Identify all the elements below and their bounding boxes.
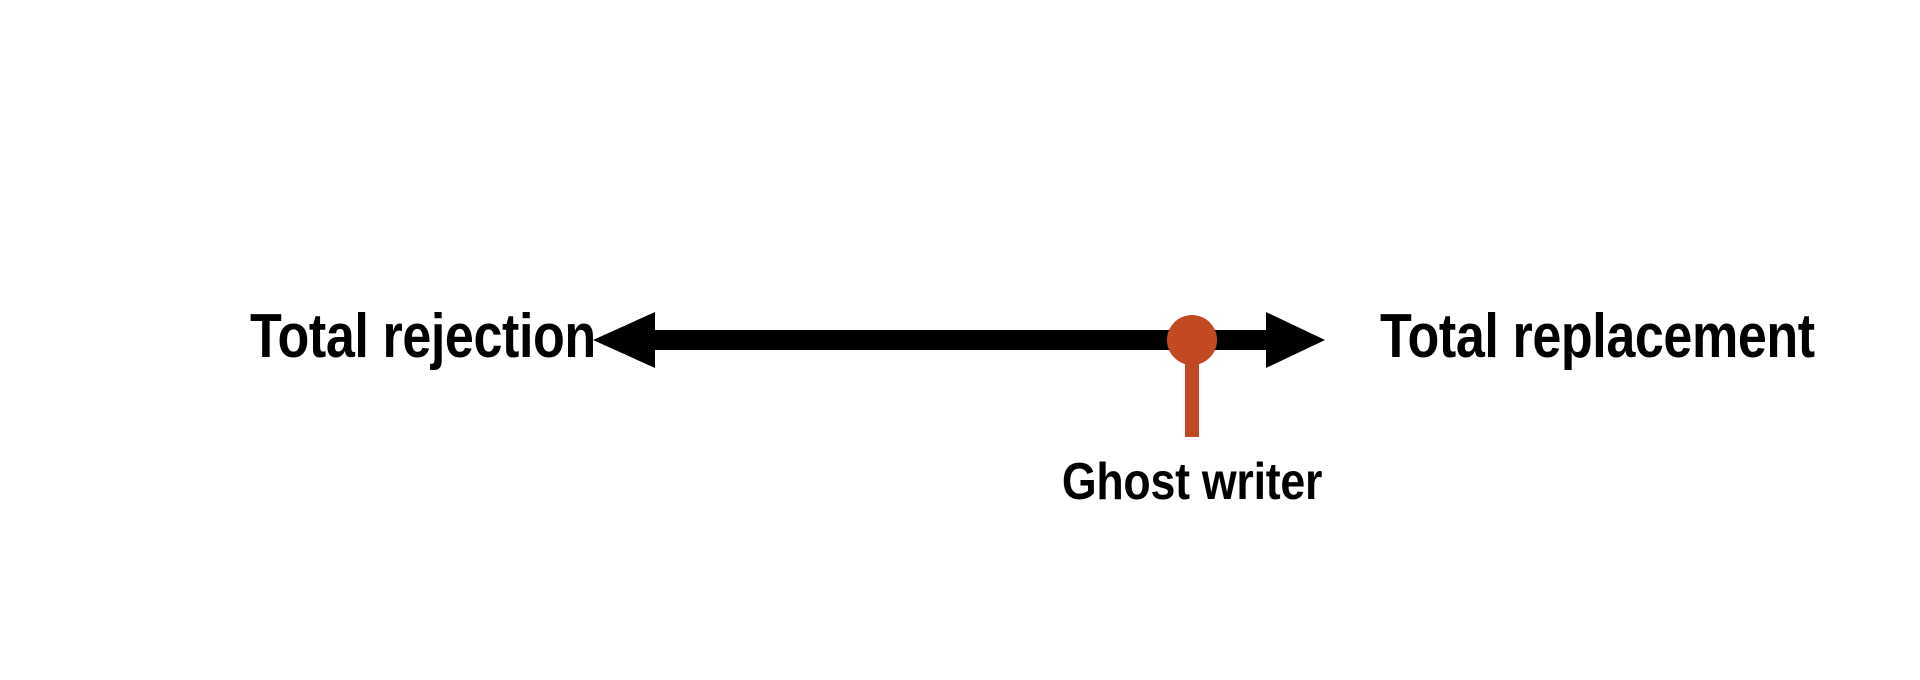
- pole-label-left: Total rejection: [250, 302, 596, 371]
- arrow-left-icon: [593, 312, 655, 368]
- arrow-right-icon: [1266, 312, 1325, 368]
- axis-shaft: [640, 330, 1282, 350]
- marker-dot-icon[interactable]: [1167, 315, 1217, 365]
- pole-label-right: Total replacement: [1380, 302, 1815, 371]
- marker-label-ghost-writer: Ghost writer: [1061, 453, 1323, 511]
